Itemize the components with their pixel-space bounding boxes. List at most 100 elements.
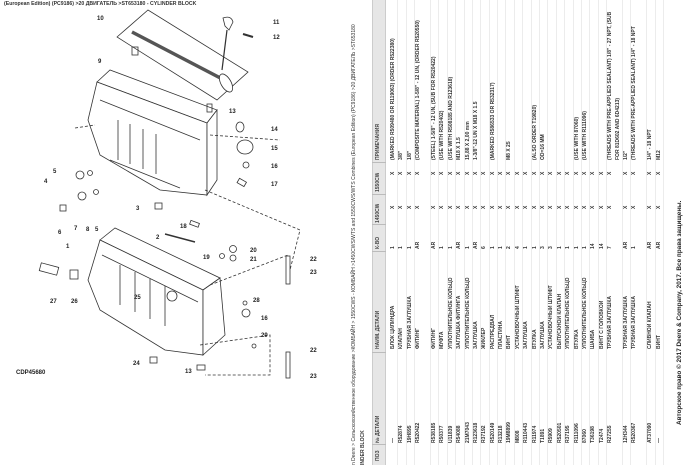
note: M18 X 1.5 [456,137,463,160]
part-name: ЗАГЛУШКА ФИТИНГА [456,295,463,349]
qty: 1 [406,246,413,249]
qty: AR [430,241,437,249]
callout-5: 5 [53,169,57,175]
qty: 1 [390,246,396,249]
note: M12 [655,150,662,160]
part-number: R54088 [456,425,463,443]
part-name: ШАЙБА [590,329,597,349]
model-1550cw-mark: X [647,171,654,175]
callout-9: 9 [98,59,102,65]
model-1450cw-mark: X [556,205,563,209]
part-number: R538185 [430,422,437,443]
qty: 1 [489,246,496,249]
note: (STEEL) 1-5/8" - 12 UN, (SUB FOR R520422… [430,56,437,160]
part-name: ЖИКЛЕР [481,327,488,349]
model-1550cw-mark: X [655,171,662,175]
callout-3: 3 [136,206,140,212]
qty: 1 [464,246,471,249]
model-1450cw-mark: X [540,205,547,209]
part-name: ЗАГЛУШКА [472,321,479,349]
model-1550cw-mark: X [573,171,580,175]
callout-26: 26 [71,299,78,305]
part-name: ВТУЛКА [573,329,580,349]
part-number: R37195 [565,425,572,443]
header-part-number: № ДЕТАЛИ [375,415,381,443]
callout-18: 18 [180,224,187,230]
qty: 1 [447,246,454,249]
model-1550cw-mark: X [390,171,396,175]
qty: 4 [514,246,521,249]
qty: 1 [498,246,505,249]
note: (USE WITH R111096) [582,111,588,160]
callout-25: 25 [134,295,141,301]
qty: 1 [523,246,530,249]
note: (COMPOSITE MATERIAL) 1-5/8" - 12 UN, (OR… [415,20,422,160]
part-name: ЗАГЛУШКА [540,321,547,349]
parts-list-panel: n Deere > Сельскохозяйственное оборудова… [350,0,700,465]
qty: 1 [531,246,538,249]
model-1450cw-mark: X [406,205,413,209]
callout-17: 17 [271,182,278,188]
model-1550cw-mark: X [439,171,446,175]
part-name: УСТАНОВОЧНЫЙ ШТИФТ [514,285,521,349]
callout-2: 2 [156,235,160,241]
note: 3/8" [398,150,405,160]
model-1450cw-mark: X [415,205,422,209]
part-number: T2474 [598,428,605,443]
part-number: T36198 [590,426,597,443]
model-1550cw-mark: X [607,171,614,175]
diagram-caption: (European Edition) (PC9186) >20 ДВИГАТЕЛ… [4,1,197,7]
note: 1/4" - 18 NPT [647,129,654,160]
callout-20: 20 [250,248,257,254]
model-1450cw-mark: X [607,205,614,209]
part-name: ТРУБНАЯ ЗАГЛУШКА [406,296,413,349]
callout-5: 5 [95,227,99,233]
model-1450cw-mark: X [498,205,505,209]
model-1450cw-mark: X [390,205,396,209]
model-1450cw-mark: X [598,205,605,209]
header-part-name: НАИМ. ДЕТАЛИ [375,310,381,349]
qty: AR [655,241,662,249]
model-1550cw-mark: X [556,171,563,175]
part-name: УПЛОТНИТЕЛЬНОЕ КОЛЬЦО [565,277,572,349]
callout-13: 13 [229,109,236,115]
callout-13: 13 [185,369,192,375]
part-name: БЛОК ЦИЛИНДРА [390,305,396,349]
note: (USE WITH 87060) [573,116,580,160]
qty: AR [472,241,479,249]
callout-1: 1 [66,244,70,250]
callout-4: 4 [44,179,48,185]
camshaft [131,30,229,84]
model-1550cw-mark: X [523,171,530,175]
part-number: R52874 [398,425,405,443]
model-1550cw-mark: X [398,171,405,175]
model-1550cw-mark: X [406,171,413,175]
qty: 1 [631,246,638,249]
qty: 1 [556,246,563,249]
part-number: M808 [514,430,521,443]
qty: AR [622,241,629,249]
model-1550cw-mark: X [506,171,513,175]
note: 1/2" [622,150,629,160]
part-name: УПЛОТНИТЕЛЬНОЕ КОЛЬЦО [464,277,471,349]
model-1550cw-mark: X [548,171,555,175]
callout-21: 21 [250,257,257,263]
note: (USE WITH R508185 AND R123618) [447,76,454,160]
model-1450cw-mark: X [430,205,437,209]
part-name: ВЫПУСКНОЙ КЛАПАН [556,293,563,349]
header-pos: ПОЗ [375,450,381,461]
part-name: ВИНТ [506,335,513,349]
figure-id: CDP45680 [16,370,46,376]
part-name: ТРУБНАЯ ЗАГЛУШКА [607,296,614,349]
model-1450cw-mark: X [523,205,530,209]
model-1550cw-mark: X [622,171,629,175]
callout-19: 19 [203,255,210,261]
callout-12: 12 [273,35,280,41]
